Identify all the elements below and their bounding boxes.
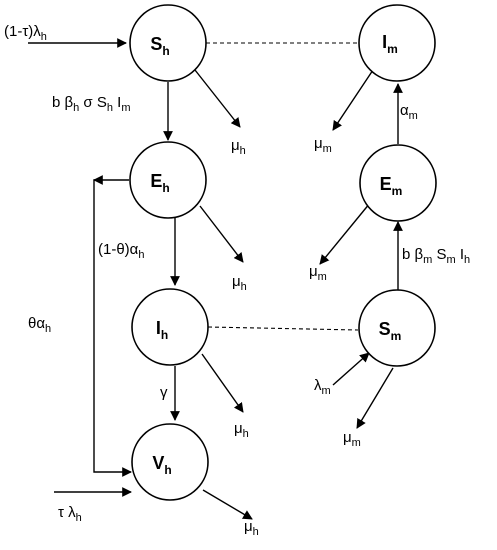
svg-text:Sm: Sm	[379, 319, 402, 343]
label-mu-vh: μh	[244, 518, 259, 538]
label-ih-vh: γ	[160, 384, 168, 401]
arrow-mu-sm	[356, 367, 394, 429]
node-ih: Ih	[131, 288, 209, 366]
arrow-mu-ih	[201, 353, 244, 413]
svg-text:Em: Em	[380, 174, 403, 198]
label-mu-sh: μh	[231, 137, 246, 157]
label-mu-em: μm	[309, 263, 327, 283]
label-mu-sm: μm	[343, 429, 361, 449]
label-mu-eh: μh	[232, 273, 247, 293]
coupling-line-ih-sm	[207, 326, 359, 331]
arrow-mu-sh	[194, 69, 241, 128]
node-sm: Sm	[358, 289, 436, 367]
svg-text:Sh: Sh	[150, 34, 169, 58]
node-im: Im	[358, 4, 436, 82]
node-vh: Vh	[131, 423, 209, 501]
svg-text:Vh: Vh	[152, 453, 171, 477]
node-sh: Sh	[129, 4, 207, 82]
arrow-mu-em	[319, 202, 371, 265]
label-inflow-sh: (1-τ)λh	[4, 23, 47, 43]
node-eh: Eh	[129, 141, 207, 219]
svg-text:Eh: Eh	[150, 171, 169, 195]
arrow-mu-eh	[199, 205, 244, 263]
label-inflow-vh: τ λh	[58, 504, 82, 524]
node-em: Em	[359, 144, 437, 222]
svg-text:Ih: Ih	[156, 318, 168, 342]
label-mu-ih: μh	[234, 420, 249, 440]
arrow-mu-im	[332, 69, 374, 131]
label-em-im: αm	[400, 102, 418, 122]
arrow-lambda-sm	[332, 352, 370, 386]
label-mu-im: μm	[314, 135, 332, 155]
label-eh-vh: θαh	[28, 315, 51, 335]
label-sm-em: b βm Sm Ih	[402, 246, 470, 266]
arrow-mu-vh	[202, 489, 253, 520]
svg-text:Im: Im	[382, 32, 398, 56]
label-eh-ih: (1-θ)αh	[98, 241, 144, 261]
label-lambda-sm: λm	[314, 377, 331, 397]
label-sh-eh: b βh σ Sh Im	[52, 94, 131, 114]
arrow-eh-vh	[93, 179, 132, 477]
